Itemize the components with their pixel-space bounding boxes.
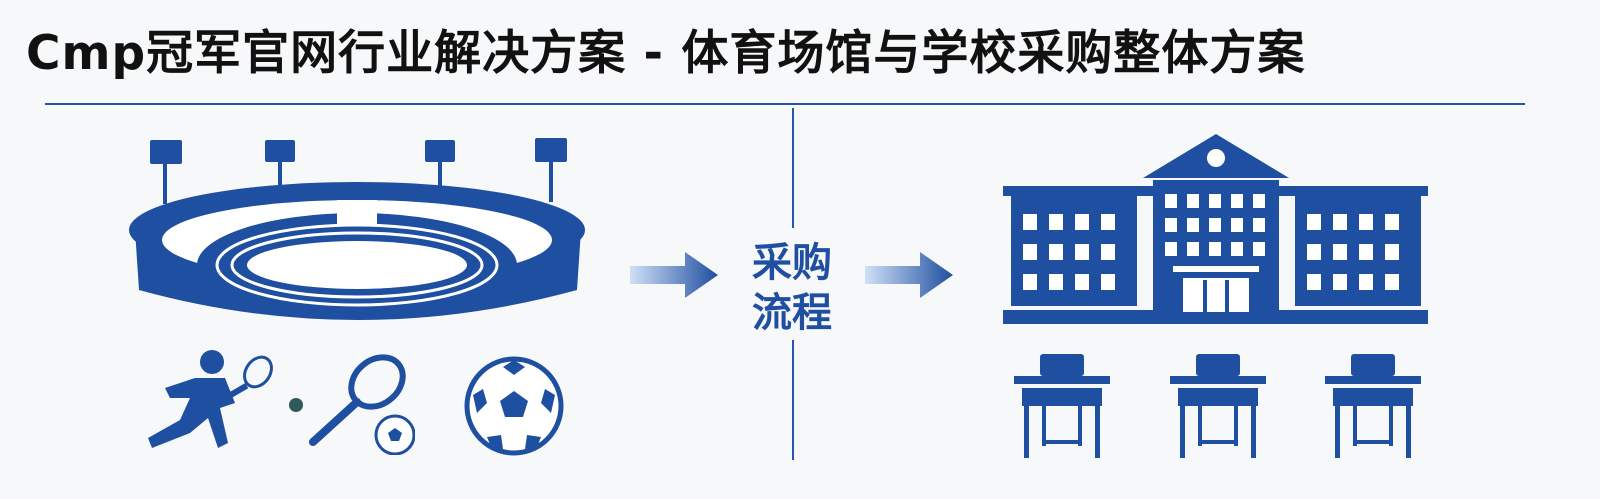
school-desk-icon <box>1170 354 1266 458</box>
floodlight-icon <box>425 140 455 192</box>
tennis-player-icon <box>148 350 273 448</box>
arrow-right-icon <box>865 252 953 298</box>
tennis-racket-icon <box>309 354 415 455</box>
school-building-icon <box>1003 134 1428 324</box>
process-line-1: 采购 <box>752 240 832 286</box>
soccer-ball-icon <box>464 356 564 456</box>
page-title: Cmp冠军官网行业解决方案 - 体育场馆与学校采购整体方案 <box>26 26 1306 81</box>
floodlight-icon <box>535 138 567 202</box>
school-desk-icon <box>1014 354 1110 458</box>
center-divider-bottom <box>792 340 794 460</box>
process-line-2: 流程 <box>752 290 832 336</box>
school-desk-icon <box>1325 354 1421 458</box>
floodlight-icon <box>265 140 295 192</box>
title-divider <box>45 103 1525 105</box>
arrow-right-icon <box>630 252 718 298</box>
tennis-ball-icon <box>289 398 303 412</box>
floodlight-icon <box>150 140 182 204</box>
procurement-process-label: 采购 流程 <box>728 238 856 338</box>
stadium-icon <box>129 138 585 320</box>
center-divider-top <box>792 108 794 228</box>
